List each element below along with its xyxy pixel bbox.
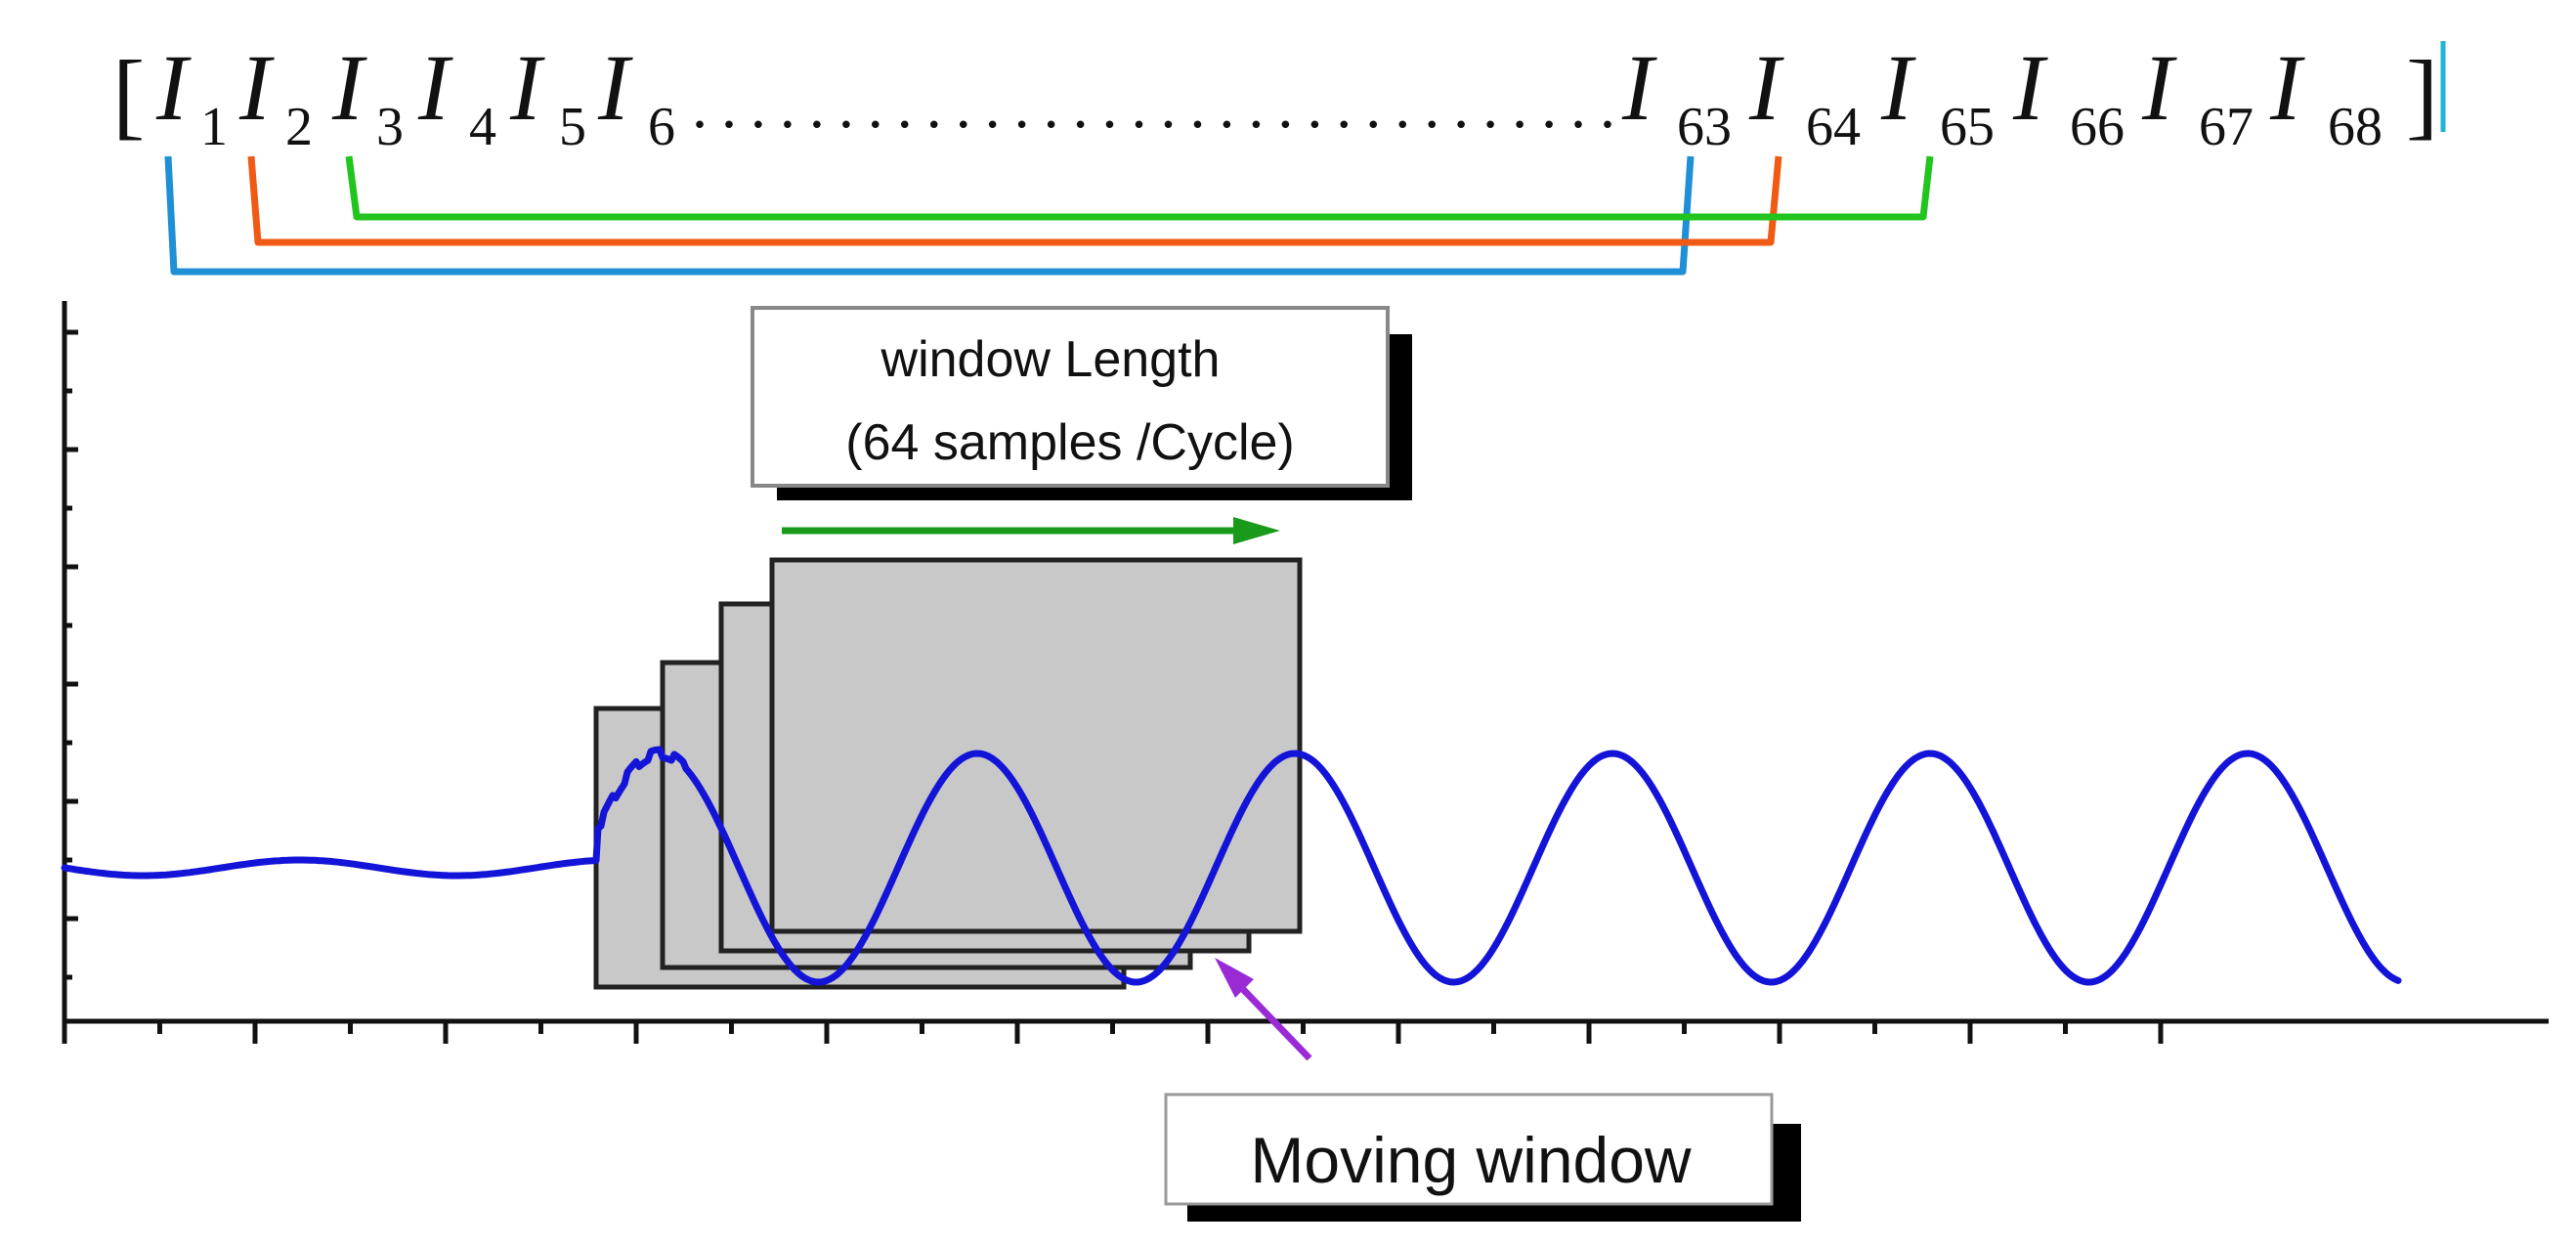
sequence-ellipsis: ................................	[692, 71, 1615, 141]
sample-I65: I 65	[1880, 35, 1995, 157]
moving-window-label: Moving window	[1250, 1124, 1692, 1196]
sample-letter: I	[155, 35, 192, 140]
y-axis-ticks	[64, 329, 78, 980]
sample-subscript: 2	[285, 97, 313, 157]
sample-subscript: 1	[200, 97, 228, 157]
sample-sequence: [ I 1 I 2 I 3 I 4 I 5 I 6 ..............…	[112, 35, 2446, 157]
sample-subscript: 5	[559, 97, 586, 157]
moving-window-callout: Moving window	[1164, 1093, 1801, 1222]
current-signal-waveform	[61, 746, 2402, 986]
sample-letter: I	[509, 35, 545, 140]
sample-letter: I	[2269, 35, 2305, 140]
sample-subscript: 4	[469, 97, 496, 157]
span-bracket-I3-to-I65	[345, 155, 1934, 221]
window-length-callout: window Length (64 samples /Cycle)	[751, 306, 1412, 500]
sample-I67: I 67	[2141, 35, 2254, 157]
window-length-line2: (64 samples /Cycle)	[845, 414, 1294, 471]
arrow-right-icon	[782, 517, 1280, 544]
sequence-close-bracket: ]	[2406, 40, 2438, 149]
sample-I2: I 2	[238, 35, 313, 157]
sample-letter: I	[238, 35, 275, 140]
sample-I66: I 66	[2012, 35, 2125, 157]
sample-subscript: 66	[2070, 97, 2125, 157]
moving-window-box	[1164, 1093, 1774, 1206]
moving-window-stack	[593, 557, 1303, 990]
window-box-4	[769, 557, 1303, 934]
sample-I64: I 64	[1748, 35, 1861, 157]
x-axis-ticks	[62, 1021, 2164, 1044]
sample-letter: I	[2012, 35, 2048, 140]
sample-I68: I 68	[2269, 35, 2383, 157]
sample-subscript: 64	[1806, 97, 1861, 157]
sample-subscript: 6	[648, 97, 675, 157]
sample-letter: I	[331, 35, 367, 140]
sample-letter: I	[417, 35, 453, 140]
plot-axes	[62, 301, 2549, 1044]
sample-letter: I	[1748, 35, 1784, 140]
sample-subscript: 63	[1677, 97, 1732, 157]
sample-I1: I 1	[155, 35, 228, 157]
sample-subscript: 68	[2328, 97, 2383, 157]
arrow-up-left-icon	[1215, 958, 1312, 1061]
window-length-box	[751, 306, 1390, 488]
sample-subscript: 3	[376, 97, 404, 157]
window-length-line1: window Length	[880, 331, 1221, 388]
sequence-open-bracket: [	[112, 40, 145, 149]
span-bracket-I2-to-I64	[247, 155, 1782, 246]
sample-I63: I 63	[1621, 35, 1732, 157]
sample-letter: I	[1621, 35, 1657, 140]
sample-subscript: 65	[1940, 97, 1995, 157]
sample-I4: I 4	[417, 35, 496, 157]
sample-I5: I 5	[509, 35, 586, 157]
sample-I3: I 3	[331, 35, 404, 157]
window-span-brackets	[164, 155, 1934, 276]
sample-subscript: 67	[2199, 97, 2254, 157]
sample-letter: I	[597, 35, 633, 140]
sample-letter: I	[1880, 35, 1916, 140]
sample-letter: I	[2141, 35, 2177, 140]
sample-I6: I 6	[597, 35, 675, 157]
